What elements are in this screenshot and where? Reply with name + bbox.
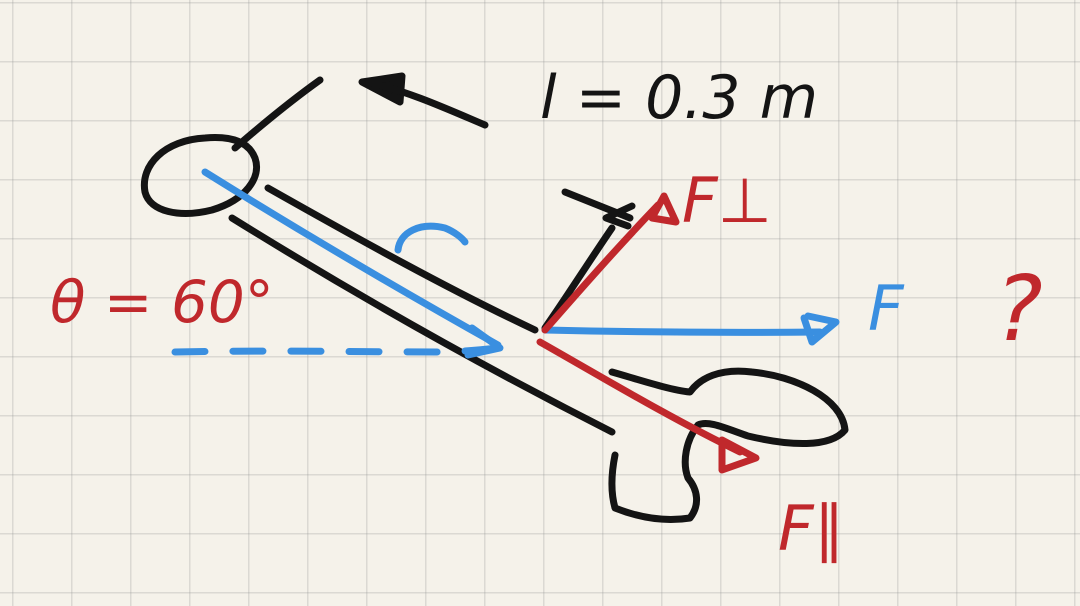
blue-annotations: r F: [171, 168, 905, 359]
wrench: [140, 134, 849, 524]
perpendicular-force-vector: [541, 201, 662, 334]
parallel-force-vector: [536, 338, 744, 456]
length-dimension: l = 0.3 m: [231, 63, 818, 152]
perpendicular-force-label: F⊥: [682, 164, 772, 237]
wrench-jaw: [608, 367, 849, 524]
length-label: l = 0.3 m: [540, 63, 818, 133]
radius-label-mark: [394, 222, 469, 254]
radius-vector: [201, 168, 502, 349]
force-vector: [541, 326, 824, 336]
dimension-line-left: [231, 76, 324, 152]
wrench-shaft-top: [264, 184, 539, 334]
wrench-shaft-bottom: [228, 214, 616, 436]
force-label: F: [868, 272, 905, 345]
horizontal-reference-dashes: [171, 342, 519, 356]
parallel-force-label: F∥: [778, 492, 845, 565]
angle-label: θ = 60°: [50, 268, 274, 336]
force-arrowhead: [800, 312, 840, 346]
perpendicular-arrowhead: [602, 202, 636, 230]
perpendicular-guide: [541, 224, 616, 332]
dimension-line-right: [364, 78, 489, 129]
unknown-marker: ?: [995, 257, 1043, 362]
perpendicular-force-arrowhead: [648, 192, 680, 226]
red-annotations: θ = 60° F⊥ F∥ ?: [50, 164, 1043, 565]
bolt-head: [140, 134, 260, 217]
perpendicular-marker: [541, 188, 636, 332]
parallel-force-arrowhead: [718, 436, 760, 474]
